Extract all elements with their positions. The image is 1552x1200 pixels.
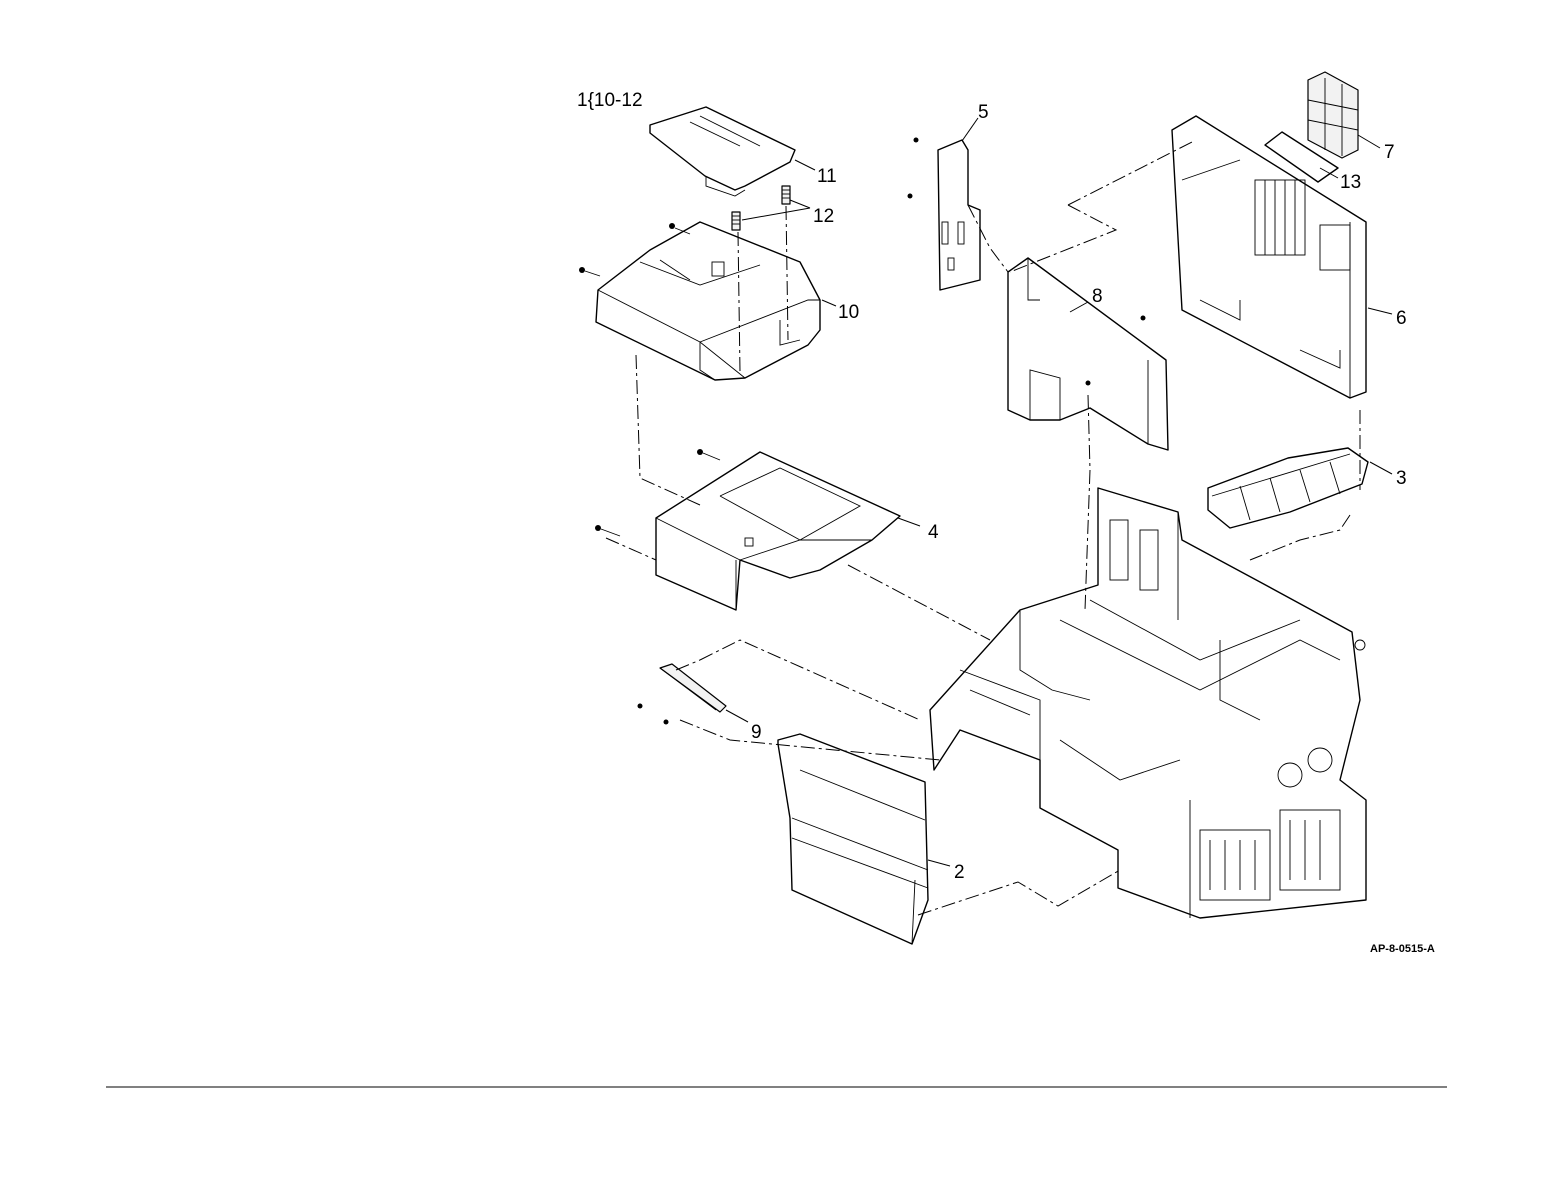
callout-6: 6 xyxy=(1396,308,1407,329)
callout-10: 10 xyxy=(838,302,859,323)
part-2-front-cover xyxy=(778,734,928,944)
main-chassis-frame xyxy=(930,488,1366,918)
callout-13: 13 xyxy=(1340,172,1361,193)
callout-9: 9 xyxy=(751,722,762,743)
callout-12: 12 xyxy=(813,206,834,227)
callout-4: 4 xyxy=(928,522,939,543)
callout-3: 3 xyxy=(1396,468,1407,489)
kit-callout: 1{10-12 xyxy=(577,90,643,111)
part-6-rear-cover xyxy=(1172,116,1366,398)
callout-11: 11 xyxy=(817,166,837,187)
callout-8: 8 xyxy=(1092,286,1103,307)
part-4-rear-cover xyxy=(595,449,900,610)
part-11-tray-cover xyxy=(650,107,795,196)
callout-5: 5 xyxy=(978,102,989,123)
callout-2: 2 xyxy=(954,862,965,883)
part-9-bracket xyxy=(638,664,727,725)
part-5-rear-plate xyxy=(908,138,981,291)
callout-7: 7 xyxy=(1384,142,1395,163)
part-8-side-shield xyxy=(1008,258,1168,450)
part-3-tray-guide xyxy=(1208,448,1368,528)
figure-id: AP-8-0515-A xyxy=(1370,943,1435,955)
part-7-filter-cover xyxy=(1308,72,1358,158)
part-10-top-cover xyxy=(579,206,820,380)
